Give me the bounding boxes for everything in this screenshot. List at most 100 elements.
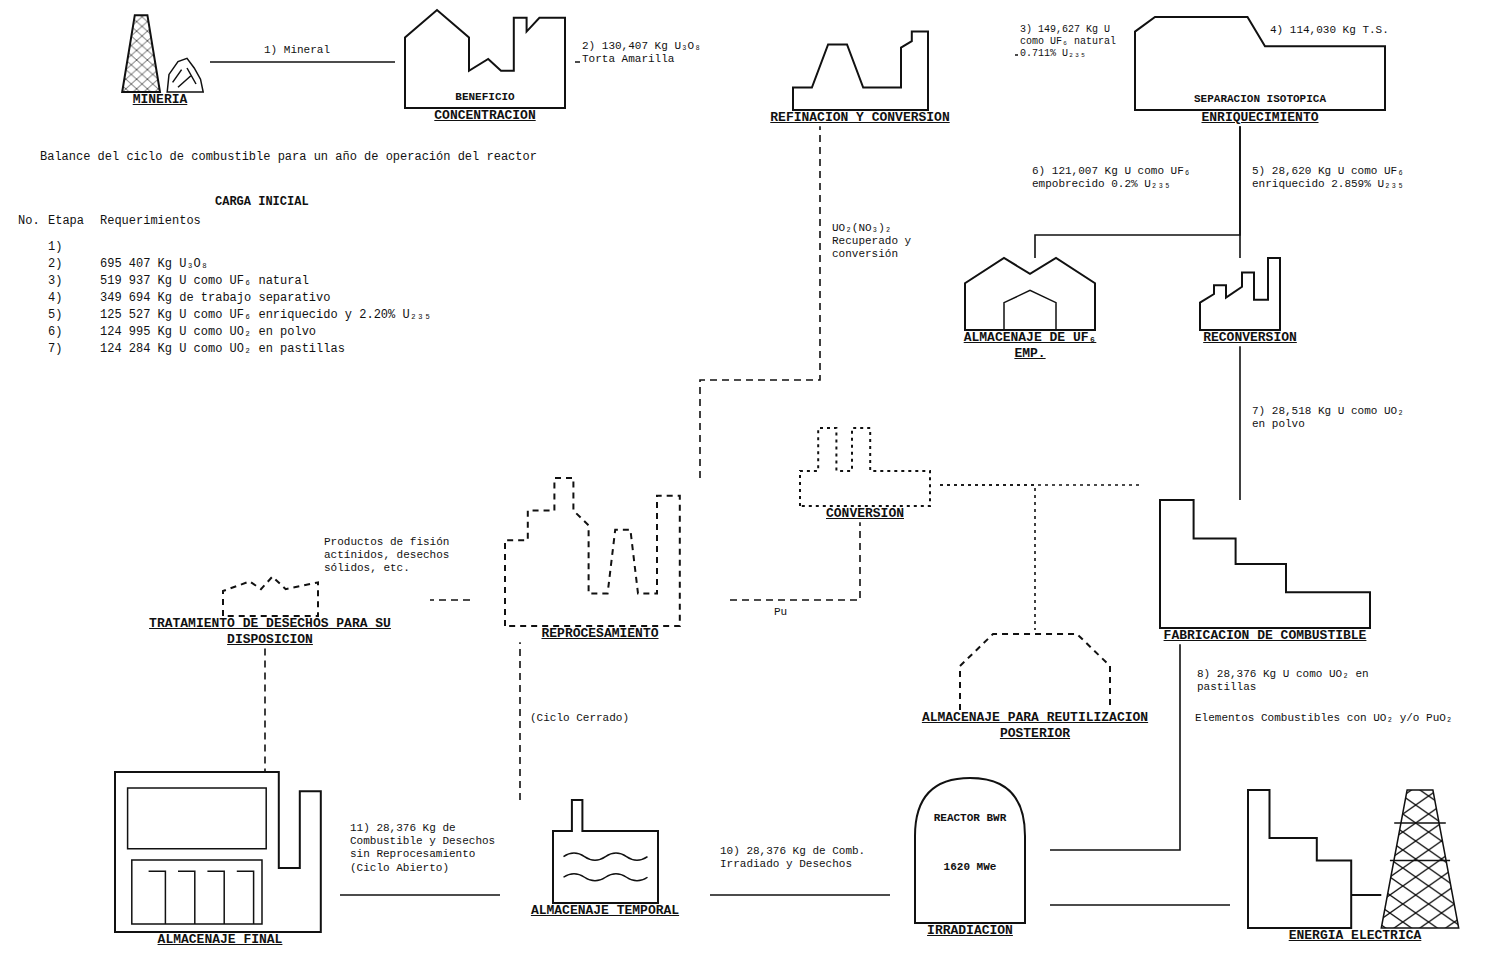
facility-outline <box>223 568 318 616</box>
inner-text-group: BENEFICIO <box>405 91 565 104</box>
facility-inner-label: BENEFICIO <box>453 91 516 104</box>
flow-quantity-label: (Ciclo Cerrado) <box>528 712 631 725</box>
facility-icon <box>1200 258 1300 330</box>
facility-node: ALMACENAJE PARA REUTILIZACION POSTERIOR <box>905 630 1165 743</box>
building-outline <box>960 634 1110 710</box>
facility-node: FABRICACION DE COMBUSTIBLE <box>1140 500 1390 644</box>
facility-caption: CONVERSION <box>790 506 940 522</box>
table-cell: 519 937 Kg U como UF₆ natural <box>100 274 309 288</box>
facility-caption: ALMACENAJE TEMPORAL <box>500 903 710 919</box>
facility-node: REFINACION Y CONVERSION <box>705 30 1015 126</box>
facility-caption: ENRIQUECIMIENTO <box>1130 110 1390 126</box>
facility-caption: ENERGIA ELECTRICA <box>1230 928 1480 944</box>
facility-node: RECONVERSION <box>1170 258 1330 346</box>
facility-caption: ALMACENAJE DE UF₆ EMP. <box>955 330 1105 363</box>
table-cell: Balance del ciclo de combustible para un… <box>40 150 537 164</box>
table-cell: 2) <box>48 257 62 271</box>
table-cell: 4) <box>48 291 62 305</box>
facility-icon <box>800 428 930 506</box>
flow-quantity-label: 11) 28,376 Kg de Combustible y Desechos … <box>348 822 502 875</box>
facility-icon: REACTOR BWR1620 MWe <box>915 778 1025 923</box>
table-cell: 124 284 Kg U como UO₂ en pastillas <box>100 342 345 356</box>
flow-quantity-label: 6) 121,007 Kg U como UF₆ empobrecido 0.2… <box>1030 165 1234 191</box>
facility-node: REPROCESAMIENTO <box>470 478 730 642</box>
facility-outline <box>965 258 1095 330</box>
facility-caption: CONCENTRACION <box>395 108 575 124</box>
facility-icon <box>115 772 325 932</box>
building-detail <box>167 58 203 92</box>
flow-connector <box>340 894 500 896</box>
facility-outline <box>115 12 205 92</box>
table-cell: 124 995 Kg U como UO₂ en polvo <box>100 325 316 339</box>
flow-connector <box>1239 346 1241 500</box>
facility-outline <box>1200 258 1300 330</box>
flow-connector <box>1035 126 1240 258</box>
building-detail <box>1004 290 1056 330</box>
flow-connector <box>1239 126 1241 258</box>
building-outline <box>115 772 321 932</box>
facility-node: ENERGIA ELECTRICA <box>1230 778 1480 944</box>
building-outline <box>405 10 565 108</box>
facility-icon <box>793 30 928 110</box>
facility-caption: FABRICACION DE COMBUSTIBLE <box>1140 628 1390 644</box>
building-detail <box>128 788 267 924</box>
flow-quantity-label: 8) 28,376 Kg U como UO₂ en pastillas <box>1195 668 1399 694</box>
flow-quantity-label: 2) 130,407 Kg U₃O₈ Torta Amarilla <box>580 40 708 66</box>
facility-icon <box>1160 500 1370 628</box>
facility-inner-label: REACTOR BWR <box>932 812 1009 825</box>
facility-icon <box>553 800 658 903</box>
table-cell: 349 694 Kg de trabajo separativo <box>100 291 330 305</box>
facility-caption: MINERIA <box>110 92 210 108</box>
facility-outline <box>793 30 928 110</box>
facility-node: MINERIA <box>110 12 210 108</box>
building-detail <box>1381 790 1458 928</box>
facility-caption: REFINACION Y CONVERSION <box>705 110 1015 126</box>
flow-connector <box>210 61 395 63</box>
table-cell: 6) <box>48 325 62 339</box>
building-outline <box>915 778 1025 923</box>
table-cell: 695 407 Kg U₃O₈ <box>100 257 208 271</box>
facility-icon <box>1248 778 1463 928</box>
facility-caption: RECONVERSION <box>1170 330 1330 346</box>
facility-outline <box>1248 778 1463 928</box>
note-label: 4) 114,030 Kg T.S. <box>1270 24 1389 37</box>
table-cell: 125 527 Kg U como UF₆ enriquecido y 2.20… <box>100 308 431 322</box>
flow-quantity-label: 3) 149,627 Kg U como UF₆ natural 0.711% … <box>1018 24 1134 60</box>
building-outline <box>793 32 928 110</box>
flow-connector <box>710 894 890 896</box>
facility-caption: ALMACENAJE FINAL <box>100 932 340 948</box>
flow-quantity-label: Productos de fisión actínidos, desechos … <box>322 536 476 576</box>
table-cell: Etapa <box>48 214 84 228</box>
facility-outline <box>915 778 1025 923</box>
building-outline <box>553 800 658 903</box>
flow-quantity-label: UO₂(NO₃)₂ Recuperado y conversión <box>830 222 954 262</box>
flow-connector <box>430 599 470 601</box>
facility-node: CONVERSION <box>790 428 940 522</box>
facility-node: ALMACENAJE FINAL <box>100 772 340 948</box>
flow-connector <box>1050 644 1180 850</box>
facility-caption: TRATAMIENTO DE DESECHOS PARA SU DISPOSIC… <box>110 616 430 649</box>
building-outline <box>1200 258 1280 330</box>
flow-quantity-label: Pu <box>772 606 789 619</box>
facility-inner-label: SEPARACION ISOTOPICA <box>1192 93 1328 106</box>
facility-outline <box>1160 500 1370 628</box>
building-outline <box>122 15 160 92</box>
facility-outline <box>553 800 658 903</box>
flow-connector <box>264 649 266 773</box>
facility-outline <box>960 630 1110 710</box>
facility-node: REACTOR BWR1620 MWeIRRADIACION <box>890 778 1050 939</box>
building-outline <box>505 478 680 626</box>
facility-node: ALMACENAJE TEMPORAL <box>500 800 710 919</box>
table-cell: 5) <box>48 308 62 322</box>
facility-outline <box>115 772 325 932</box>
facility-icon <box>965 258 1095 330</box>
flow-quantity-label: 10) 28,376 Kg de Comb. Irradiado y Desec… <box>718 845 887 871</box>
building-detail <box>563 853 647 881</box>
inner-text-group: SEPARACION ISOTOPICA <box>1135 93 1385 106</box>
table-cell: 3) <box>48 274 62 288</box>
facility-outline <box>505 478 695 626</box>
flow-connector <box>940 485 1035 630</box>
facility-icon <box>115 12 205 92</box>
flow-connector <box>730 522 860 600</box>
